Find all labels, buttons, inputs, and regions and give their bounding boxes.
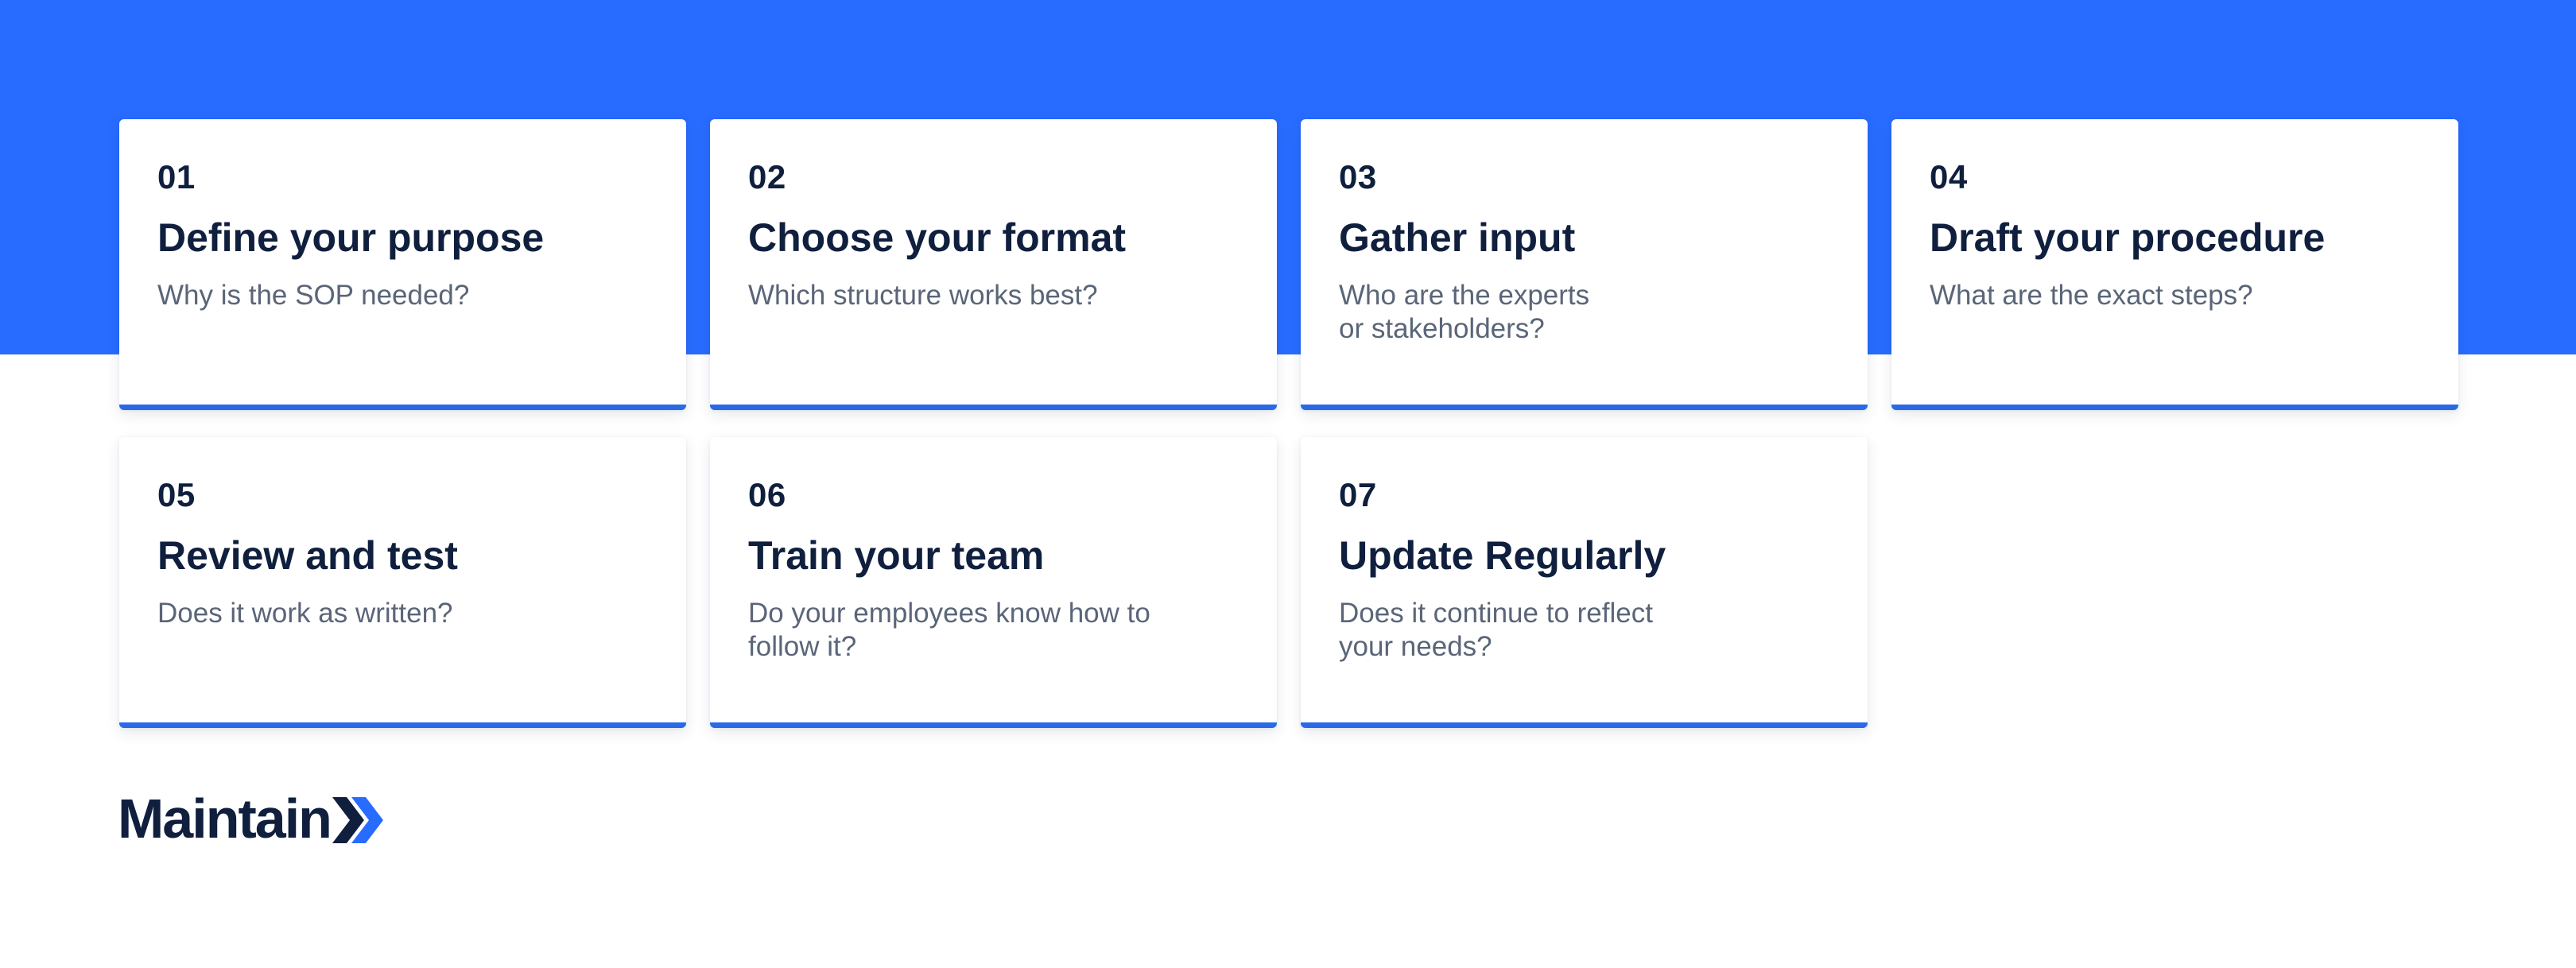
step-number: 05 bbox=[157, 476, 196, 513]
step-card: 03 Gather input Who are the experts or s… bbox=[1301, 119, 1868, 410]
step-title: Choose your format bbox=[748, 215, 1127, 260]
step-title: Define your purpose bbox=[157, 215, 545, 260]
step-description: Why is the SOP needed? bbox=[157, 280, 470, 311]
step-card: 05 Review and test Does it work as writt… bbox=[119, 437, 686, 728]
step-description: What are the exact steps? bbox=[1930, 280, 2253, 311]
step-card: 04 Draft your procedure What are the exa… bbox=[1891, 119, 2458, 410]
step-description: Do your employees know how to follow it? bbox=[748, 598, 1150, 662]
step-title: Draft your procedure bbox=[1930, 215, 2326, 260]
step-card: 06 Train your team Do your employees kno… bbox=[710, 437, 1277, 728]
maintainx-logo: Maintain bbox=[118, 787, 383, 850]
step-title: Gather input bbox=[1339, 215, 1576, 260]
step-card: 01 Define your purpose Why is the SOP ne… bbox=[119, 119, 686, 410]
step-card: 07 Update Regularly Does it continue to … bbox=[1301, 437, 1868, 728]
step-description: Does it work as written? bbox=[157, 598, 453, 629]
step-number: 02 bbox=[748, 158, 786, 196]
step-number: 04 bbox=[1930, 158, 1968, 196]
step-number: 07 bbox=[1339, 476, 1377, 513]
steps-grid: 01 Define your purpose Why is the SOP ne… bbox=[119, 119, 2458, 728]
step-title: Update Regularly bbox=[1339, 533, 1666, 578]
step-description: Who are the experts or stakeholders? bbox=[1339, 280, 1590, 344]
x-mark-icon bbox=[332, 797, 383, 843]
logo-wordmark: Maintain bbox=[118, 788, 332, 850]
step-number: 03 bbox=[1339, 158, 1377, 196]
step-title: Review and test bbox=[157, 533, 458, 578]
step-card: 02 Choose your format Which structure wo… bbox=[710, 119, 1277, 410]
step-description: Does it continue to reflect your needs? bbox=[1339, 598, 1653, 662]
step-number: 06 bbox=[748, 476, 786, 513]
step-title: Train your team bbox=[748, 533, 1045, 578]
step-description: Which structure works best? bbox=[748, 280, 1098, 311]
step-number: 01 bbox=[157, 158, 196, 196]
